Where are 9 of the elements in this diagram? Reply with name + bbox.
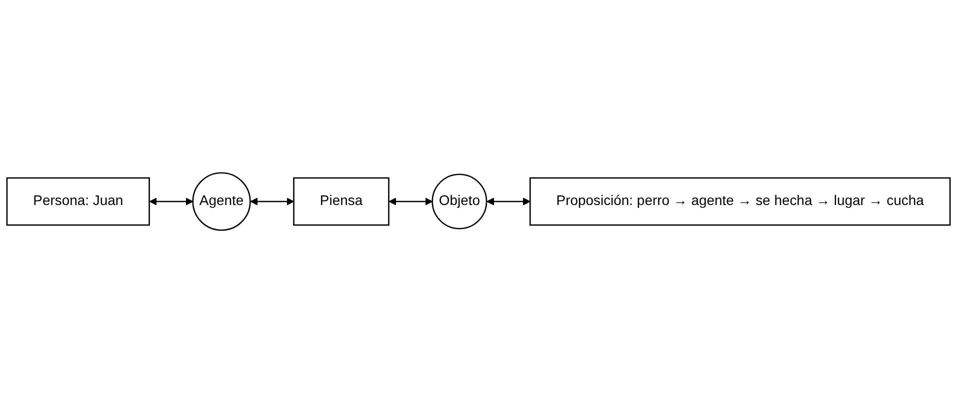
node-circle: Objeto xyxy=(432,174,488,230)
node-circle: Agente xyxy=(192,172,251,231)
node-box: Persona: Juan xyxy=(6,177,150,226)
arrow xyxy=(486,198,530,206)
node-box: Piensa xyxy=(293,177,390,226)
node-box: Proposición: perro → agente → se hecha → lugar → cucha xyxy=(529,177,951,226)
arrow xyxy=(388,198,433,206)
arrow xyxy=(250,198,294,206)
arrow xyxy=(149,198,194,206)
